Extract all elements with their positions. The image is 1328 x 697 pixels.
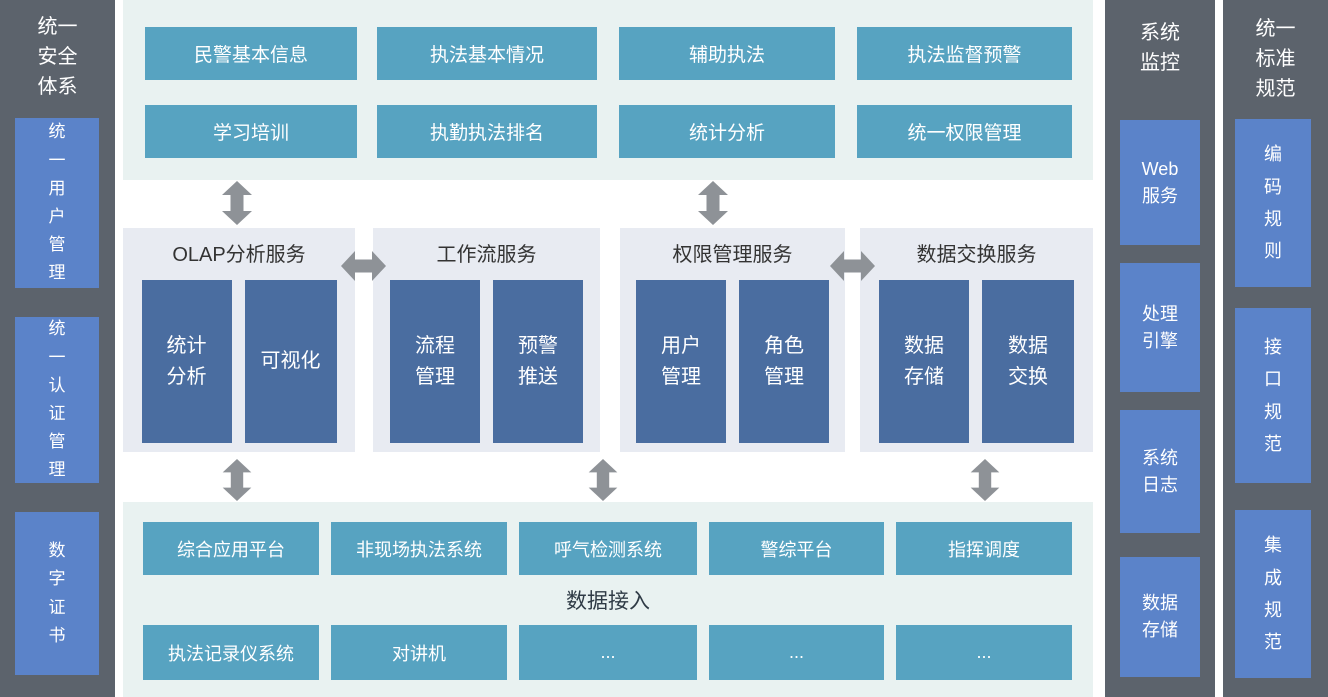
double-arrow-horizontal-icon	[341, 251, 386, 286]
double-arrow-horizontal-icon	[830, 251, 875, 286]
sidebar-item-digital-certificate: 数字证书	[15, 512, 99, 675]
service-statistics-analysis: 统计分析	[141, 280, 232, 443]
monitor-item-process-engine: 处理引擎	[1120, 263, 1200, 392]
security-sidebar-title-text: 统一安全体系	[37, 16, 78, 98]
standard-item-coding-rules: 编码规则	[1235, 119, 1311, 287]
application-layer-panel: 民警基本信息 执法基本情况 辅助执法 执法监督预警 学习培训 执勤执法排名 统计…	[123, 0, 1093, 180]
monitor-item-web-service: Web服务	[1120, 120, 1200, 245]
source-ellipsis: ...	[896, 625, 1072, 680]
source-integrated-platform: 综合应用平台	[143, 522, 319, 575]
service-group-data-exchange: 数据交换服务 数据存储 数据交换	[860, 228, 1093, 452]
module-permission-management: 统一权限管理	[857, 105, 1072, 158]
double-arrow-vertical-icon	[222, 181, 252, 230]
source-police-platform: 警综平台	[709, 522, 884, 575]
service-group-permission: 权限管理服务 用户管理 角色管理	[620, 228, 845, 452]
service-warning-push: 预警推送	[493, 280, 583, 443]
module-auxiliary-enforcement: 辅助执法	[619, 27, 835, 80]
sidebar-item-user-management: 统一用户管理	[15, 118, 99, 288]
data-access-panel: 综合应用平台 非现场执法系统 呼气检测系统 警综平台 指挥调度 数据接入 执法记…	[123, 502, 1093, 697]
module-police-basic-info: 民警基本信息	[145, 27, 357, 80]
module-law-basic-situation: 执法基本情况	[377, 27, 597, 80]
sidebar-item-auth-management: 统一认证管理	[15, 317, 99, 483]
monitor-item-data-storage: 数据存储	[1120, 557, 1200, 677]
source-command-dispatch: 指挥调度	[896, 522, 1072, 575]
service-group-olap: OLAP分析服务 统计分析 可视化	[123, 228, 355, 452]
service-group-title: OLAP分析服务	[172, 244, 306, 266]
double-arrow-vertical-icon	[970, 459, 1000, 506]
service-process-management: 流程管理	[390, 280, 480, 443]
monitor-column: 系统监控 Web服务 处理引擎 系统日志 数据存储	[1105, 0, 1215, 697]
security-sidebar-title: 统一安全体系	[0, 12, 115, 102]
service-user-management: 用户管理	[636, 280, 726, 443]
source-ellipsis: ...	[709, 625, 884, 680]
source-breath-test-system: 呼气检测系统	[519, 522, 697, 575]
monitor-column-title: 系统监控	[1140, 22, 1180, 74]
double-arrow-vertical-icon	[698, 181, 728, 230]
source-offsite-enforcement: 非现场执法系统	[331, 522, 507, 575]
service-visualization: 可视化	[244, 280, 337, 443]
service-data-storage: 数据存储	[879, 280, 969, 443]
service-role-management: 角色管理	[739, 280, 829, 443]
source-walkie-talkie: 对讲机	[331, 625, 507, 680]
service-group-title: 工作流服务	[436, 244, 537, 266]
monitor-item-system-log: 系统日志	[1120, 410, 1200, 533]
service-data-exchange: 数据交换	[982, 280, 1074, 443]
source-body-camera-system: 执法记录仪系统	[143, 625, 319, 680]
standard-item-interface-standard: 接口规范	[1235, 308, 1311, 483]
module-learning-training: 学习培训	[145, 105, 357, 158]
module-duty-ranking: 执勤执法排名	[377, 105, 597, 158]
module-statistics-analysis: 统计分析	[619, 105, 835, 158]
standards-column-title: 统一标准规范	[1255, 18, 1296, 100]
source-ellipsis: ...	[519, 625, 697, 680]
data-access-label: 数据接入	[566, 590, 650, 613]
double-arrow-vertical-icon	[588, 459, 618, 506]
security-sidebar: 统一安全体系 统一用户管理 统一认证管理 数字证书	[0, 0, 115, 697]
module-supervision-warning: 执法监督预警	[857, 27, 1072, 80]
service-group-title: 权限管理服务	[672, 244, 793, 266]
standards-column: 统一标准规范 编码规则 接口规范 集成规范	[1223, 0, 1328, 697]
service-group-title: 数据交换服务	[916, 244, 1037, 266]
service-group-workflow: 工作流服务 流程管理 预警推送	[373, 228, 600, 452]
double-arrow-vertical-icon	[222, 459, 252, 506]
standard-item-integration-standard: 集成规范	[1235, 510, 1311, 678]
